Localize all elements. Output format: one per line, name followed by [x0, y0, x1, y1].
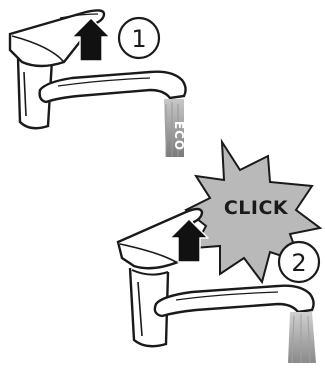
- step-1-number: 1: [131, 25, 146, 53]
- step-2-number: 2: [291, 249, 306, 277]
- eco-label: ECO: [172, 121, 186, 151]
- faucet-1-spout: [40, 72, 186, 102]
- step-2-group: CLICK 2: [118, 142, 320, 363]
- step-1-group: ECO 1: [10, 10, 186, 157]
- click-label: CLICK: [224, 197, 289, 219]
- faucet-2-spout: [155, 286, 314, 316]
